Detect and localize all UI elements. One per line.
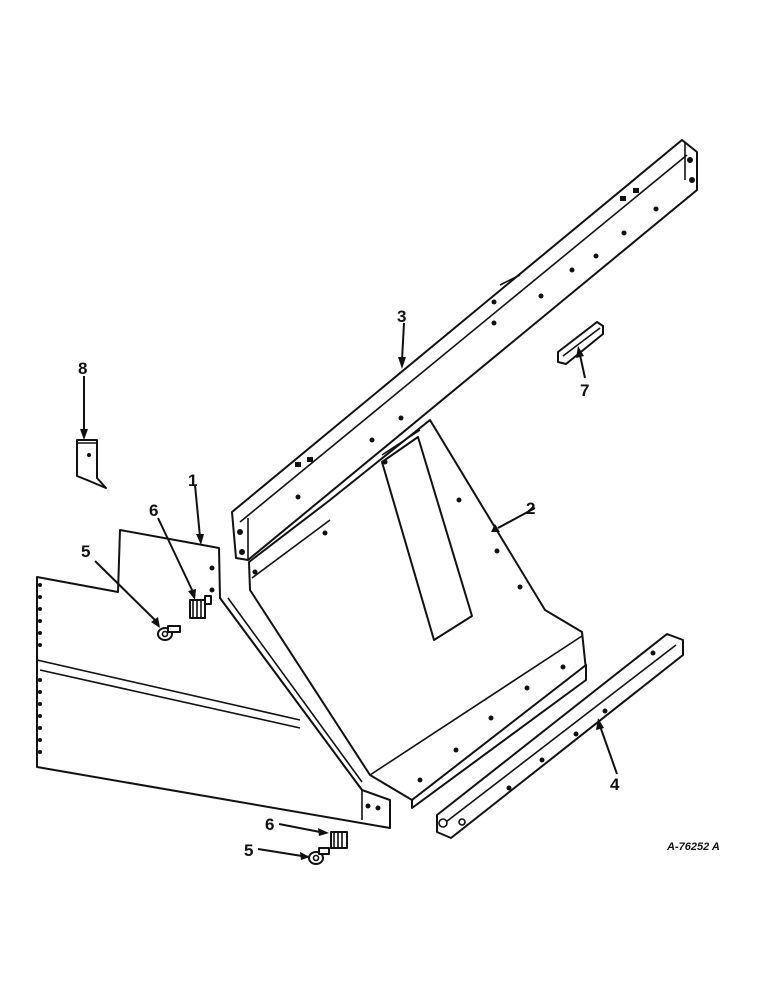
part-1-side-sheet xyxy=(36,529,391,829)
callout-6-upper: 6 xyxy=(149,501,158,520)
callout-1: 1 xyxy=(188,471,197,490)
callout-4: 4 xyxy=(610,775,620,794)
hardware-lower xyxy=(308,831,348,865)
callout-5-upper: 5 xyxy=(81,542,90,561)
callout-5-lower: 5 xyxy=(244,841,253,860)
part-4-angle-rail xyxy=(436,633,684,839)
callout-6-lower: 6 xyxy=(265,815,274,834)
leader-lines xyxy=(80,322,618,860)
drawing-number: A-76252 A xyxy=(666,841,720,853)
part-7-small-bracket xyxy=(557,321,604,365)
callout-3: 3 xyxy=(397,307,406,326)
part-2-slanted-panel xyxy=(248,419,587,809)
callout-labels: 3 2 1 6 5 8 7 4 6 5 A-76252 A xyxy=(78,307,720,860)
callout-8: 8 xyxy=(78,359,87,378)
callout-2: 2 xyxy=(526,499,535,518)
part-3-top-rail xyxy=(231,139,698,561)
hardware-upper xyxy=(157,595,212,641)
part-8-clip-bracket xyxy=(76,439,107,489)
callout-7: 7 xyxy=(580,381,589,400)
